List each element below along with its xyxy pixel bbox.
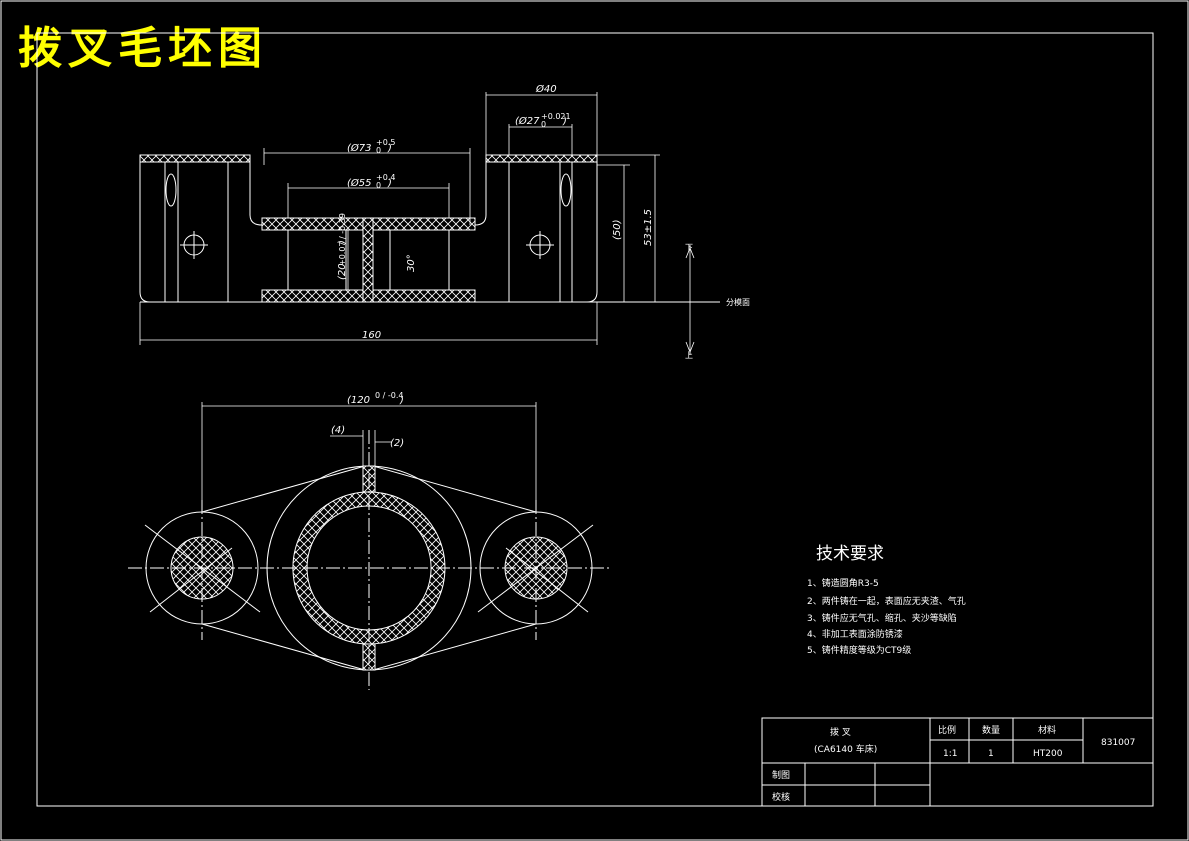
dim-phi55-tol-lower: 0 [376,181,381,190]
top-section-view [139,154,720,303]
part-subtitle: (CA6140 车床) [814,743,877,755]
dim-phi55-close: ) [387,178,392,189]
title-block [761,717,1154,807]
dim-phi27-tol-lower: 0 [541,120,546,129]
bottom-view-dim-text: (120 0 / -0.4 ) (4) (2) [331,391,404,449]
inner-frame [36,32,1154,807]
dim-phi73: (Ø73 [347,142,372,154]
bottom-plan-view [128,430,610,690]
dim-120-close: ) [399,395,404,406]
dim-50: (50) [612,219,623,240]
dim-phi40: Ø40 [535,83,557,95]
dim-phi73-tol-upper: +0.5 [376,138,395,147]
dim-phi27-tol-upper: +0.021 [541,112,571,121]
requirement-5: 5、铸件精度等级为CT9级 [807,644,911,656]
scale-header: 比例 [938,724,956,736]
dim-160: 160 [362,330,381,341]
dim-phi27: (Ø27 [515,115,540,127]
dim-20-close: ) [337,240,348,245]
material-value: HT200 [1033,749,1063,759]
top-view-dimensions [139,92,695,355]
qty-header: 数量 [982,724,1000,736]
dim-slot-4: (4) [331,425,345,436]
dim-phi73-tol-lower: 0 [376,146,381,155]
dim-120-tol: 0 / -0.4 [375,391,403,400]
drawing-title: 拨叉毛坯图 [18,23,268,74]
technical-requirements: 技术要求 1、铸造圆角R3-5 2、两件铸在一起，表面应无夹渣、气孔 3、铸件应… [807,544,966,656]
dim-20: (20 [337,263,348,280]
dim-20-tol: +0.07 / -0.39 [338,213,347,266]
dim-slot-2: (2) [390,438,404,449]
title-block-text: 拨 叉 (CA6140 车床) 比例 数量 材料 1:1 1 HT200 831… [772,724,1135,803]
dim-angle-30: 30° [406,254,417,272]
dim-phi27-close: ) [562,116,567,127]
central-web [362,217,374,303]
right-top-flange [485,154,598,163]
scale-value: 1:1 [943,749,957,759]
requirement-2: 2、两件铸在一起，表面应无夹渣、气孔 [807,595,966,607]
bottom-view-dimensions [201,402,537,512]
requirements-title: 技术要求 [816,544,884,564]
top-view-dim-text: Ø40 (Ø27 +0.021 0 ) (Ø73 +0.5 0 ) (Ø55 +… [337,83,750,360]
part-name: 拨 叉 [830,726,851,738]
dim-53: 53±1.5 [643,209,654,246]
dim-120: (120 [347,395,370,406]
drawing-number: 831007 [1101,738,1135,748]
drawn-label: 制图 [772,769,790,781]
arrow-up-label: 上 [685,351,693,360]
requirement-4: 4、非加工表面涂防锈漆 [807,628,903,640]
material-header: 材料 [1038,724,1056,736]
dim-phi55-tol-upper: +0.4 [376,173,395,182]
parting-line-label: 分模面 [726,297,750,307]
requirement-1: 1、铸造圆角R3-5 [807,577,879,589]
arrow-down-label: 下 [685,243,693,252]
dim-phi55: (Ø55 [347,177,372,189]
left-top-flange [139,154,251,163]
checked-label: 校核 [772,791,790,803]
requirement-3: 3、铸件应无气孔、缩孔、夹沙等缺陷 [807,612,957,624]
dim-phi73-close: ) [387,143,392,154]
qty-value: 1 [988,749,994,759]
